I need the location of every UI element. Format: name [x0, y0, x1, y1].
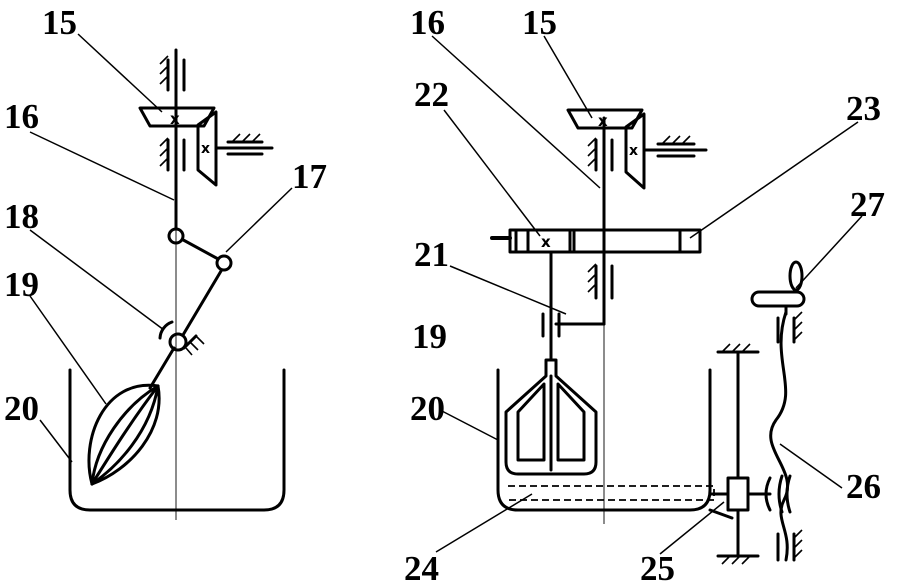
- right-worm-25: [726, 476, 750, 512]
- right-bevel-gear-15: x x: [566, 108, 708, 190]
- label-left-17: 17: [292, 157, 327, 196]
- label-right-19: 19: [412, 317, 447, 356]
- right-planet-gear-22: [526, 228, 576, 254]
- leader-lines: [29, 33, 863, 555]
- label-left-15: 15: [42, 3, 77, 42]
- right-beater-19: [504, 358, 598, 476]
- svg-text:x: x: [629, 143, 638, 159]
- svg-text:x: x: [541, 233, 551, 251]
- left-joint-right: [215, 254, 233, 272]
- label-right-26: 26: [846, 467, 881, 506]
- label-right-22: 22: [414, 75, 449, 114]
- right-drive-bearing: [587, 137, 614, 172]
- left-bevel-gear-15: x x: [138, 106, 274, 187]
- label-left-19: 19: [4, 265, 39, 304]
- left-pivot-18: [168, 332, 188, 352]
- label-right-15: 15: [522, 3, 557, 42]
- right-bowl-gear-24: [508, 485, 715, 501]
- label-left-18: 18: [4, 197, 39, 236]
- part-labels: 15 16 17 18 19 20 16 15 22 23 27 21 19 2…: [4, 3, 885, 588]
- label-right-27: 27: [850, 185, 885, 224]
- label-right-25: 25: [640, 549, 675, 588]
- svg-text:x: x: [170, 110, 180, 128]
- left-link-lower: [178, 264, 226, 342]
- svg-text:x: x: [598, 112, 608, 130]
- right-flexible-shaft-26: [769, 310, 790, 562]
- right-gear-train: x: [490, 228, 702, 362]
- right-horizontal-bevel-gear: [566, 108, 644, 130]
- right-lower-bearing: [587, 263, 614, 300]
- right-vertical-bevel-gear: [624, 112, 646, 190]
- left-whisk-19: [87, 383, 161, 486]
- right-handle-knob: [788, 260, 804, 292]
- label-right-24: 24: [404, 549, 439, 588]
- left-lower-bearing: [159, 137, 186, 172]
- left-mechanism: x x: [68, 48, 286, 520]
- right-ring-gear-23: [508, 228, 702, 254]
- right-mechanism: x x x: [490, 108, 806, 565]
- right-handle-27: [750, 290, 806, 308]
- label-right-21: 21: [414, 235, 449, 274]
- right-bowl-drive: [508, 260, 806, 565]
- label-right-16: 16: [410, 3, 445, 42]
- left-pivot-arc: [158, 320, 174, 340]
- label-right-20: 20: [410, 389, 445, 428]
- left-whisk-rod: [148, 346, 176, 390]
- left-top-bearing: [159, 55, 186, 92]
- left-bowl-20: [68, 368, 286, 512]
- label-left-20: 20: [4, 389, 39, 428]
- label-left-16: 16: [4, 97, 39, 136]
- svg-text:x: x: [201, 141, 210, 157]
- right-bowl-20: [496, 368, 712, 512]
- left-vertical-bevel-gear: [196, 110, 218, 187]
- label-right-23: 23: [846, 89, 881, 128]
- left-horizontal-bevel-gear: [138, 106, 216, 128]
- left-linkage: [148, 227, 233, 390]
